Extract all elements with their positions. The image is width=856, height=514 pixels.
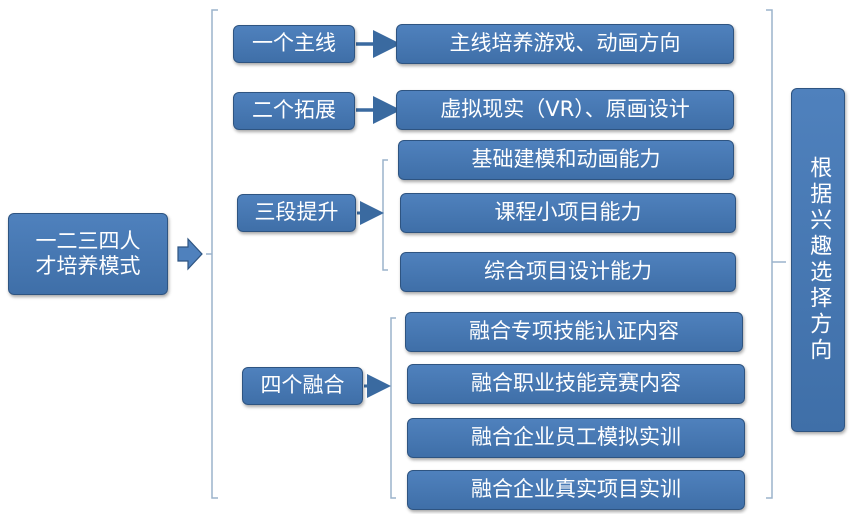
root-node: 一二三四人 才培养模式 <box>8 213 168 295</box>
group-label-expansion: 二个拓展 <box>233 92 355 130</box>
bracket-four <box>390 317 396 499</box>
group-label-four-fusion: 四个融合 <box>242 367 363 405</box>
direction-label: 根据兴趣选择方向 <box>806 156 832 364</box>
root-arrow-icon <box>177 237 203 271</box>
item-fusion-4: 融合企业真实项目实训 <box>407 470 745 510</box>
item-main-line: 主线培养游戏、动画方向 <box>396 24 734 64</box>
item-stage-3: 综合项目设计能力 <box>400 252 736 292</box>
root-line-2: 才培养模式 <box>35 254 141 278</box>
group-label-three-stage: 三段提升 <box>237 194 356 232</box>
bracket-three <box>382 159 388 271</box>
group-label-main-line: 一个主线 <box>233 25 355 63</box>
item-stage-1: 基础建模和动画能力 <box>398 140 734 180</box>
item-fusion-1: 融合专项技能认证内容 <box>405 312 743 352</box>
root-line-1: 一二三四人 <box>35 228 141 253</box>
item-expansion: 虚拟现实（VR）、原画设计 <box>396 90 734 130</box>
outer-bracket-right <box>766 9 773 499</box>
outer-bracket-left <box>211 9 218 499</box>
item-fusion-3: 融合企业员工模拟实训 <box>407 418 745 458</box>
item-fusion-2: 融合职业技能竞赛内容 <box>407 364 745 404</box>
direction-node: 根据兴趣选择方向 <box>791 88 845 432</box>
item-stage-2: 课程小项目能力 <box>400 193 736 233</box>
